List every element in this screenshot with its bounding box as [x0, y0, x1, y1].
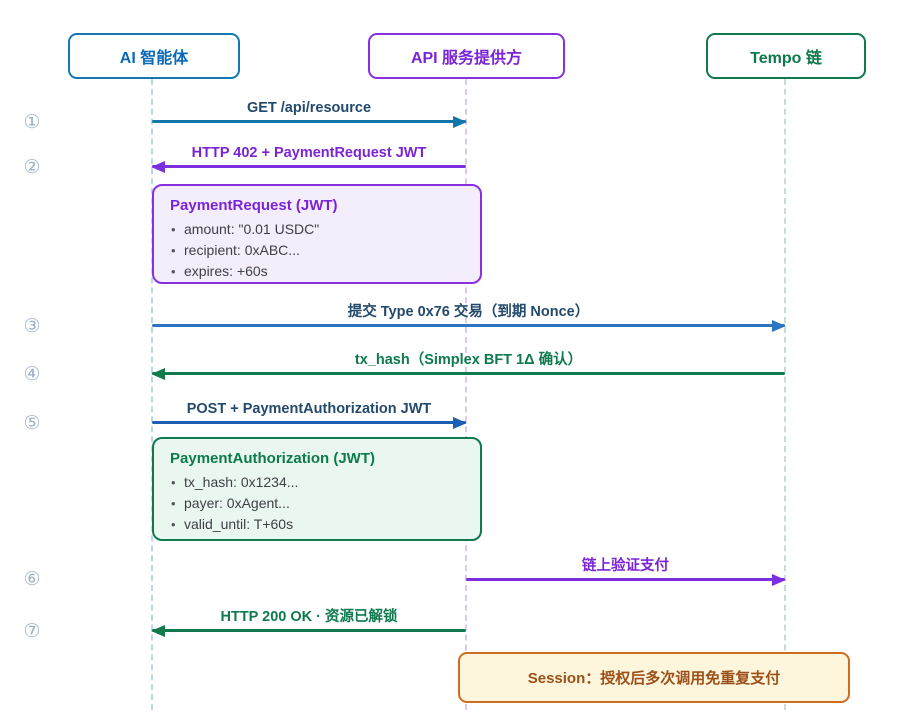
msg-label: tx_hash（Simplex BFT 1Δ 确认） — [354, 352, 583, 368]
msg-label: POST + PaymentAuthorization JWT — [186, 401, 432, 417]
arrow-line — [152, 115, 467, 128]
session-prefix: Session： — [527, 670, 601, 687]
msg-label: 链上验证支付 — [582, 558, 669, 574]
arrow-line — [152, 416, 467, 429]
arrowhead-left-icon — [151, 160, 165, 173]
msg-label: 提交 Type 0x76 交易（到期 Nonce） — [347, 304, 590, 320]
lifeline-ai-agent — [151, 79, 153, 710]
actor-ai-agent: AI 智能体 — [68, 33, 240, 79]
note-items: amount: "0.01 USDC" recipient: 0xABC... … — [170, 219, 464, 282]
note-items: tx_hash: 0x1234... payer: 0xAgent... val… — [170, 472, 464, 535]
note-item: expires: +60s — [170, 261, 464, 282]
msg-onchain-verify-payment: 链上验证支付 — [466, 556, 786, 586]
arrowhead-right-icon — [772, 573, 786, 586]
arrow-line — [151, 624, 466, 637]
note-session: Session：授权后多次调用免重复支付 — [458, 652, 850, 703]
arrow-line — [466, 573, 786, 586]
actor-label: API 服务提供方 — [410, 50, 523, 67]
arrowhead-right-icon — [453, 416, 467, 429]
note-item: tx_hash: 0x1234... — [170, 472, 464, 493]
note-title: PaymentRequest (JWT) — [170, 197, 338, 214]
session-text: 授权后多次调用免重复支付 — [600, 670, 781, 687]
msg-label: HTTP 402 + PaymentRequest JWT — [191, 145, 427, 161]
arrow-line — [151, 160, 466, 173]
lifeline-api-provider — [465, 79, 467, 710]
actor-api-provider: API 服务提供方 — [368, 33, 565, 79]
note-payment-request: PaymentRequest (JWT) amount: "0.01 USDC"… — [152, 184, 482, 284]
actor-label: AI 智能体 — [119, 50, 189, 67]
msg-label: GET /api/resource — [246, 100, 372, 116]
step-2-marker: ② — [23, 157, 41, 178]
step-4-marker: ④ — [23, 364, 41, 385]
arrowhead-right-icon — [772, 319, 786, 332]
note-title: PaymentAuthorization (JWT) — [170, 450, 375, 467]
lifeline-tempo-chain — [784, 79, 786, 710]
actor-tempo-chain: Tempo 链 — [706, 33, 866, 79]
note-item: payer: 0xAgent... — [170, 493, 464, 514]
step-5-marker: ⑤ — [23, 413, 41, 434]
step-1-marker: ① — [23, 112, 41, 133]
arrow-line — [151, 367, 785, 380]
msg-http-402-payment-request: HTTP 402 + PaymentRequest JWT — [151, 143, 466, 173]
note-item: amount: "0.01 USDC" — [170, 219, 464, 240]
msg-http-200-resource-unlocked: HTTP 200 OK · 资源已解锁 — [151, 607, 466, 637]
arrowhead-left-icon — [151, 624, 165, 637]
arrow-line — [152, 319, 786, 332]
note-item: valid_until: T+60s — [170, 514, 464, 535]
msg-label: HTTP 200 OK · 资源已解锁 — [220, 609, 398, 625]
msg-submit-type-0x76-tx: 提交 Type 0x76 交易（到期 Nonce） — [152, 302, 786, 332]
msg-tx-hash-confirmation: tx_hash（Simplex BFT 1Δ 确认） — [151, 350, 785, 380]
actor-label: Tempo 链 — [750, 50, 822, 67]
msg-get-api-resource: GET /api/resource — [152, 98, 467, 128]
msg-post-payment-authorization: POST + PaymentAuthorization JWT — [152, 399, 467, 429]
arrowhead-left-icon — [151, 367, 165, 380]
note-item: recipient: 0xABC... — [170, 240, 464, 261]
step-6-marker: ⑥ — [23, 569, 41, 590]
note-payment-authorization: PaymentAuthorization (JWT) tx_hash: 0x12… — [152, 437, 482, 541]
step-7-marker: ⑦ — [23, 621, 41, 642]
arrowhead-right-icon — [453, 115, 467, 128]
step-3-marker: ③ — [23, 316, 41, 337]
